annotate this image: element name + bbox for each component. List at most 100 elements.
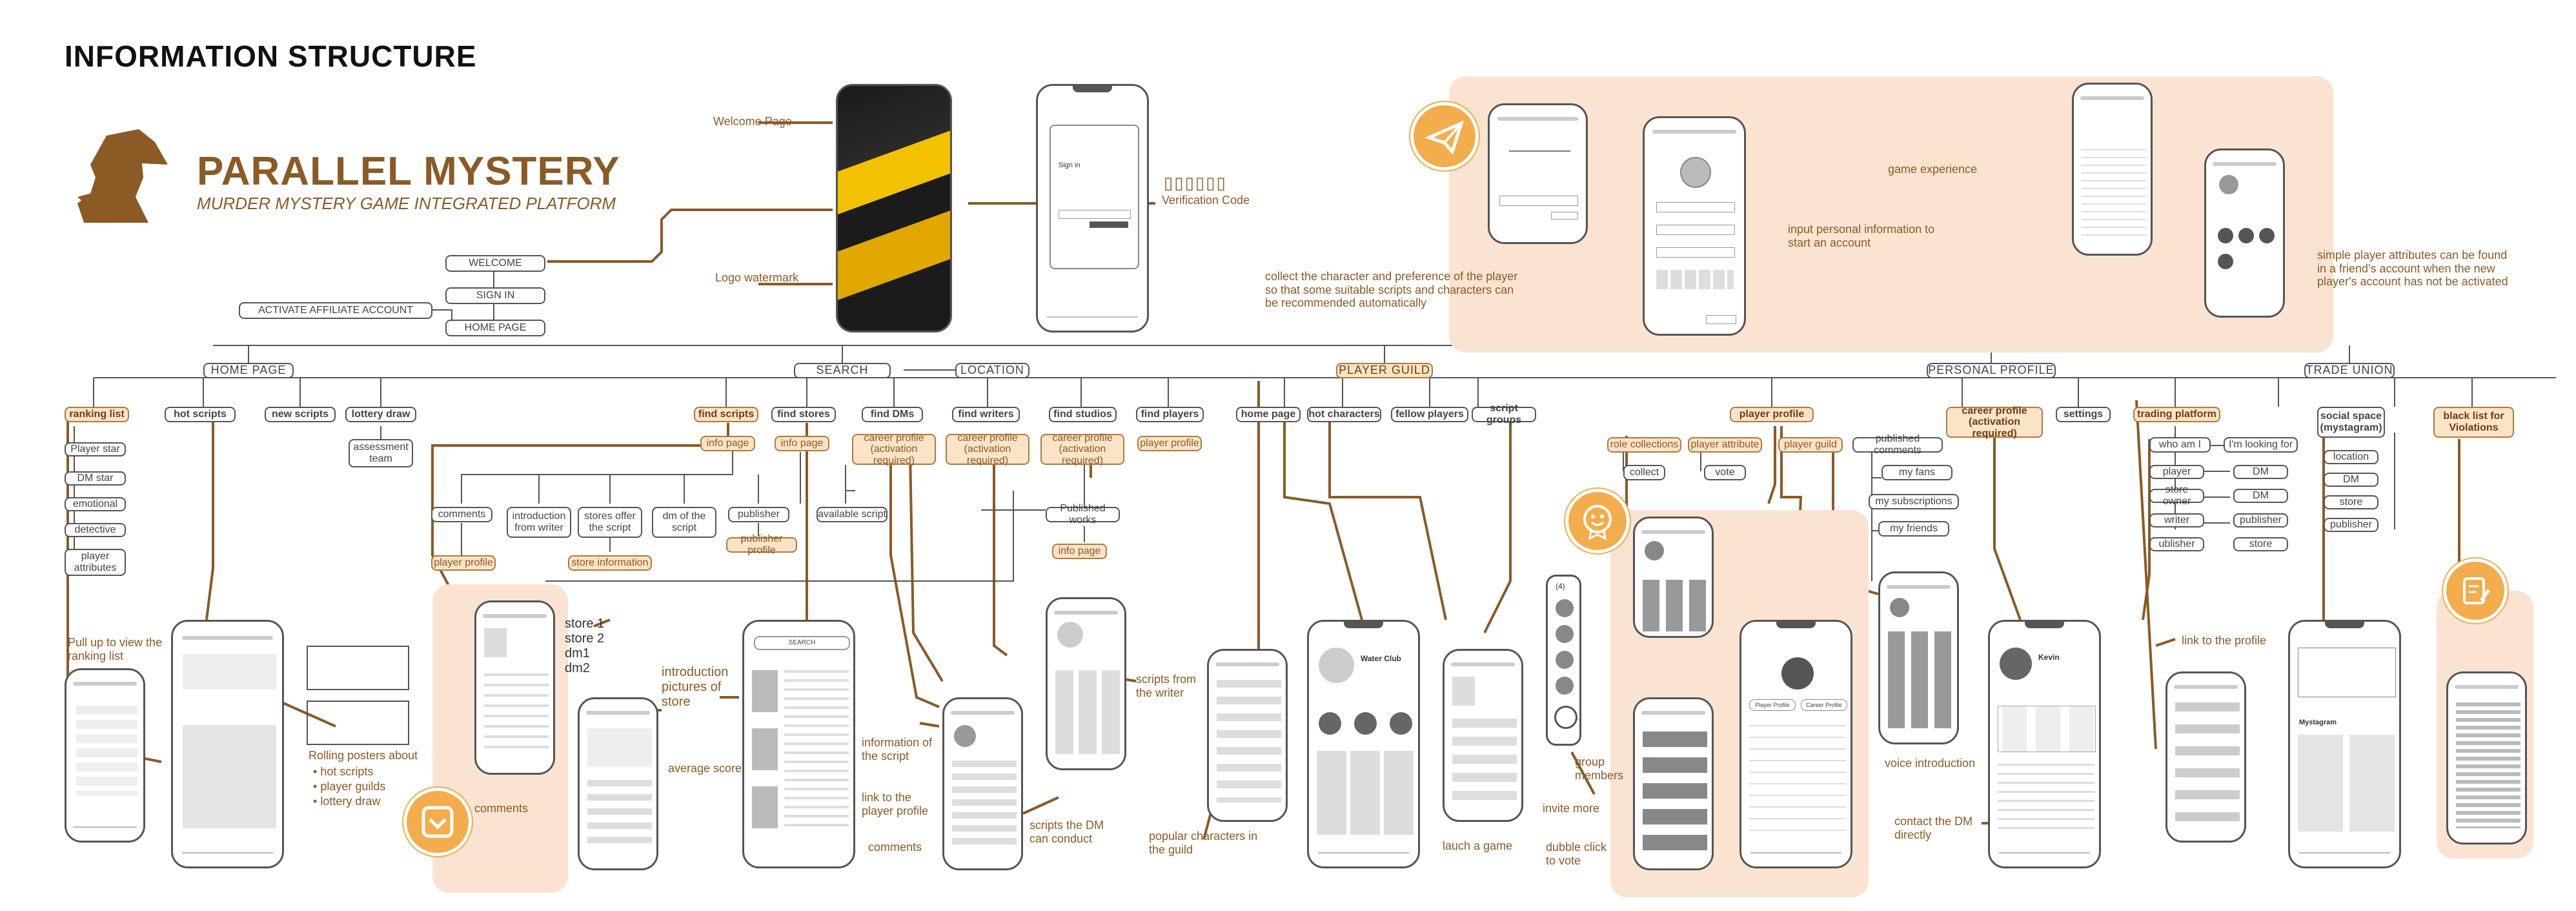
publisher-node[interactable]: publisher bbox=[728, 507, 789, 522]
guild-fellow-players[interactable]: fellow players bbox=[1391, 407, 1468, 422]
black-list-node[interactable]: black list for Violations bbox=[2433, 407, 2514, 438]
dm-of-script-node[interactable]: dm of the script bbox=[652, 507, 716, 538]
my-fans-node[interactable]: my fans bbox=[1881, 465, 1952, 480]
store-information-node[interactable]: store information bbox=[568, 555, 652, 571]
trade-right-dm-2[interactable]: DM bbox=[2233, 489, 2288, 503]
poster-box-2 bbox=[307, 701, 409, 745]
find-scripts-node[interactable]: find scripts bbox=[694, 407, 758, 422]
collect-node[interactable]: collect bbox=[1623, 465, 1665, 480]
social-publisher[interactable]: publisher bbox=[2324, 518, 2378, 532]
personal-info-phone bbox=[1643, 116, 1746, 336]
player-attributes-phone bbox=[2204, 148, 2285, 318]
section-trade-union[interactable]: TRADE UNION bbox=[2304, 363, 2395, 378]
ranking-list-node[interactable]: ranking list bbox=[65, 407, 129, 422]
social-space-node[interactable]: social space (mystagram) bbox=[2317, 407, 2385, 438]
trade-right-publisher[interactable]: publisher bbox=[2233, 513, 2288, 527]
section-home-page[interactable]: HOME PAGE bbox=[203, 363, 294, 378]
career-profile-studios[interactable]: career profile (activation required) bbox=[1040, 433, 1124, 466]
trade-right-store[interactable]: store bbox=[2233, 537, 2288, 551]
profile-settings[interactable]: settings bbox=[2056, 407, 2111, 422]
vote-node[interactable]: vote bbox=[1704, 465, 1746, 480]
trading-platform-node[interactable]: trading platform bbox=[2133, 407, 2220, 422]
comments-node[interactable]: comments bbox=[431, 507, 492, 522]
sign-in-phone: Sign in bbox=[1036, 84, 1149, 333]
social-login-row[interactable] bbox=[1509, 150, 1570, 161]
section-location[interactable]: LOCATION bbox=[955, 363, 1029, 378]
assessment-team-node[interactable]: assessment team bbox=[349, 439, 413, 467]
career-profile-phone: Kevin bbox=[1988, 620, 2101, 868]
profile-player-profile[interactable]: player profile bbox=[1730, 407, 1814, 422]
career-profile-dms[interactable]: career profile (activation required) bbox=[852, 433, 936, 466]
player-profile-phone: Player Profile Career Profile bbox=[1739, 620, 1852, 868]
info-page-scripts[interactable]: info page bbox=[700, 436, 755, 451]
profile-career-profile[interactable]: career profile (activation required) bbox=[1946, 405, 2043, 439]
verify-button[interactable] bbox=[1090, 221, 1128, 228]
lottery-draw-node[interactable]: lottery draw bbox=[345, 407, 416, 422]
avatar[interactable] bbox=[1781, 657, 1814, 690]
guild-script-groups[interactable]: script groups bbox=[1472, 403, 1536, 425]
find-writers-node[interactable]: find writers bbox=[952, 407, 1020, 422]
description-field[interactable] bbox=[1656, 247, 1735, 258]
trade-left-player[interactable]: player bbox=[2149, 465, 2204, 479]
social-dm[interactable]: DM bbox=[2324, 473, 2378, 487]
sign-in-field[interactable] bbox=[1059, 210, 1131, 219]
career-profile-writers[interactable]: career profile (activation required) bbox=[946, 433, 1029, 466]
guild-home-page[interactable]: home page bbox=[1236, 407, 1301, 422]
done-button[interactable] bbox=[1706, 315, 1736, 324]
available-script-node[interactable]: available script bbox=[816, 507, 887, 522]
find-dms-node[interactable]: find DMs bbox=[862, 407, 923, 422]
ranking-detective[interactable]: detective bbox=[65, 523, 126, 537]
player-profile-tab[interactable]: Player Profile bbox=[1749, 699, 1796, 711]
stores-offer-node[interactable]: stores offer the script bbox=[578, 507, 642, 538]
section-personal-profile[interactable]: PERSONAL PROFILE bbox=[1927, 363, 2056, 378]
info-page-studios[interactable]: info page bbox=[1052, 544, 1107, 559]
guild-phone bbox=[1878, 571, 1959, 744]
trade-left-publisher[interactable]: ublisher bbox=[2149, 537, 2204, 551]
looking-for-node[interactable]: I'm looking for bbox=[2224, 437, 2298, 453]
introduction-writer-node[interactable]: introduction from writer bbox=[507, 507, 571, 538]
next-button[interactable] bbox=[1551, 212, 1578, 220]
new-scripts-node[interactable]: new scripts bbox=[265, 407, 336, 422]
social-location[interactable]: location bbox=[2324, 450, 2378, 464]
trade-left-store-owner[interactable]: store owner bbox=[2149, 484, 2204, 507]
career-profile-tab[interactable]: Career Profile bbox=[1801, 699, 1847, 711]
player-profile-find[interactable]: player profile bbox=[1137, 436, 1202, 451]
signup-panel bbox=[1449, 76, 2333, 353]
name-field[interactable] bbox=[1656, 202, 1735, 212]
birthday-field[interactable] bbox=[1656, 225, 1735, 235]
guild-hot-characters[interactable]: hot characters bbox=[1307, 407, 1381, 422]
preference-tags[interactable] bbox=[1656, 270, 1734, 289]
player-attribute-node[interactable]: player attribute bbox=[1688, 437, 1762, 453]
section-player-guild[interactable]: PLAYER GUILD bbox=[1336, 363, 1433, 378]
ranking-dm-star[interactable]: DM star bbox=[65, 471, 126, 486]
find-players-node[interactable]: find players bbox=[1136, 407, 1204, 422]
introduction-pictures-label: introduction pictures of store bbox=[662, 665, 729, 709]
role-collections-node[interactable]: role collections bbox=[1607, 437, 1681, 453]
publisher-profile-node[interactable]: publisher profile bbox=[726, 533, 797, 556]
published-works-node[interactable]: Published works bbox=[1046, 503, 1120, 526]
signup-field[interactable] bbox=[1499, 196, 1578, 206]
trade-right-dm-1[interactable]: DM bbox=[2233, 465, 2288, 479]
who-am-i-node[interactable]: who am I bbox=[2149, 437, 2211, 453]
ranking-emotional[interactable]: emotional bbox=[65, 497, 126, 511]
published-comments-node[interactable]: published comments bbox=[1852, 433, 1943, 456]
info-page-stores[interactable]: info page bbox=[775, 436, 829, 451]
find-stores-node[interactable]: find stores bbox=[771, 407, 836, 422]
search-bar[interactable]: SEARCH bbox=[754, 636, 850, 650]
player-profile-comments[interactable]: player profile bbox=[431, 555, 496, 571]
ranking-player-attributes[interactable]: player attributes bbox=[65, 549, 126, 576]
section-search[interactable]: SEARCH bbox=[794, 363, 891, 378]
player-guild-node[interactable]: player guild bbox=[1778, 437, 1843, 453]
hot-scripts-node[interactable]: hot scripts bbox=[165, 407, 236, 422]
my-friends-node[interactable]: my friends bbox=[1878, 521, 1949, 537]
trade-left-writer[interactable]: writer bbox=[2149, 513, 2204, 527]
ranking-player-star[interactable]: Player star bbox=[65, 442, 126, 456]
page-title: INFORMATION STRUCTURE bbox=[65, 39, 477, 73]
social-store[interactable]: store bbox=[2324, 495, 2378, 509]
mystagram-phone: Mystagram bbox=[2288, 620, 2401, 868]
my-subscriptions-node[interactable]: my subscriptions bbox=[1869, 494, 1959, 509]
career-name: Kevin bbox=[2038, 653, 2060, 662]
invite-more-button[interactable] bbox=[1554, 706, 1577, 729]
find-studios-node[interactable]: find studios bbox=[1049, 407, 1117, 422]
avatar[interactable] bbox=[1680, 157, 1711, 188]
